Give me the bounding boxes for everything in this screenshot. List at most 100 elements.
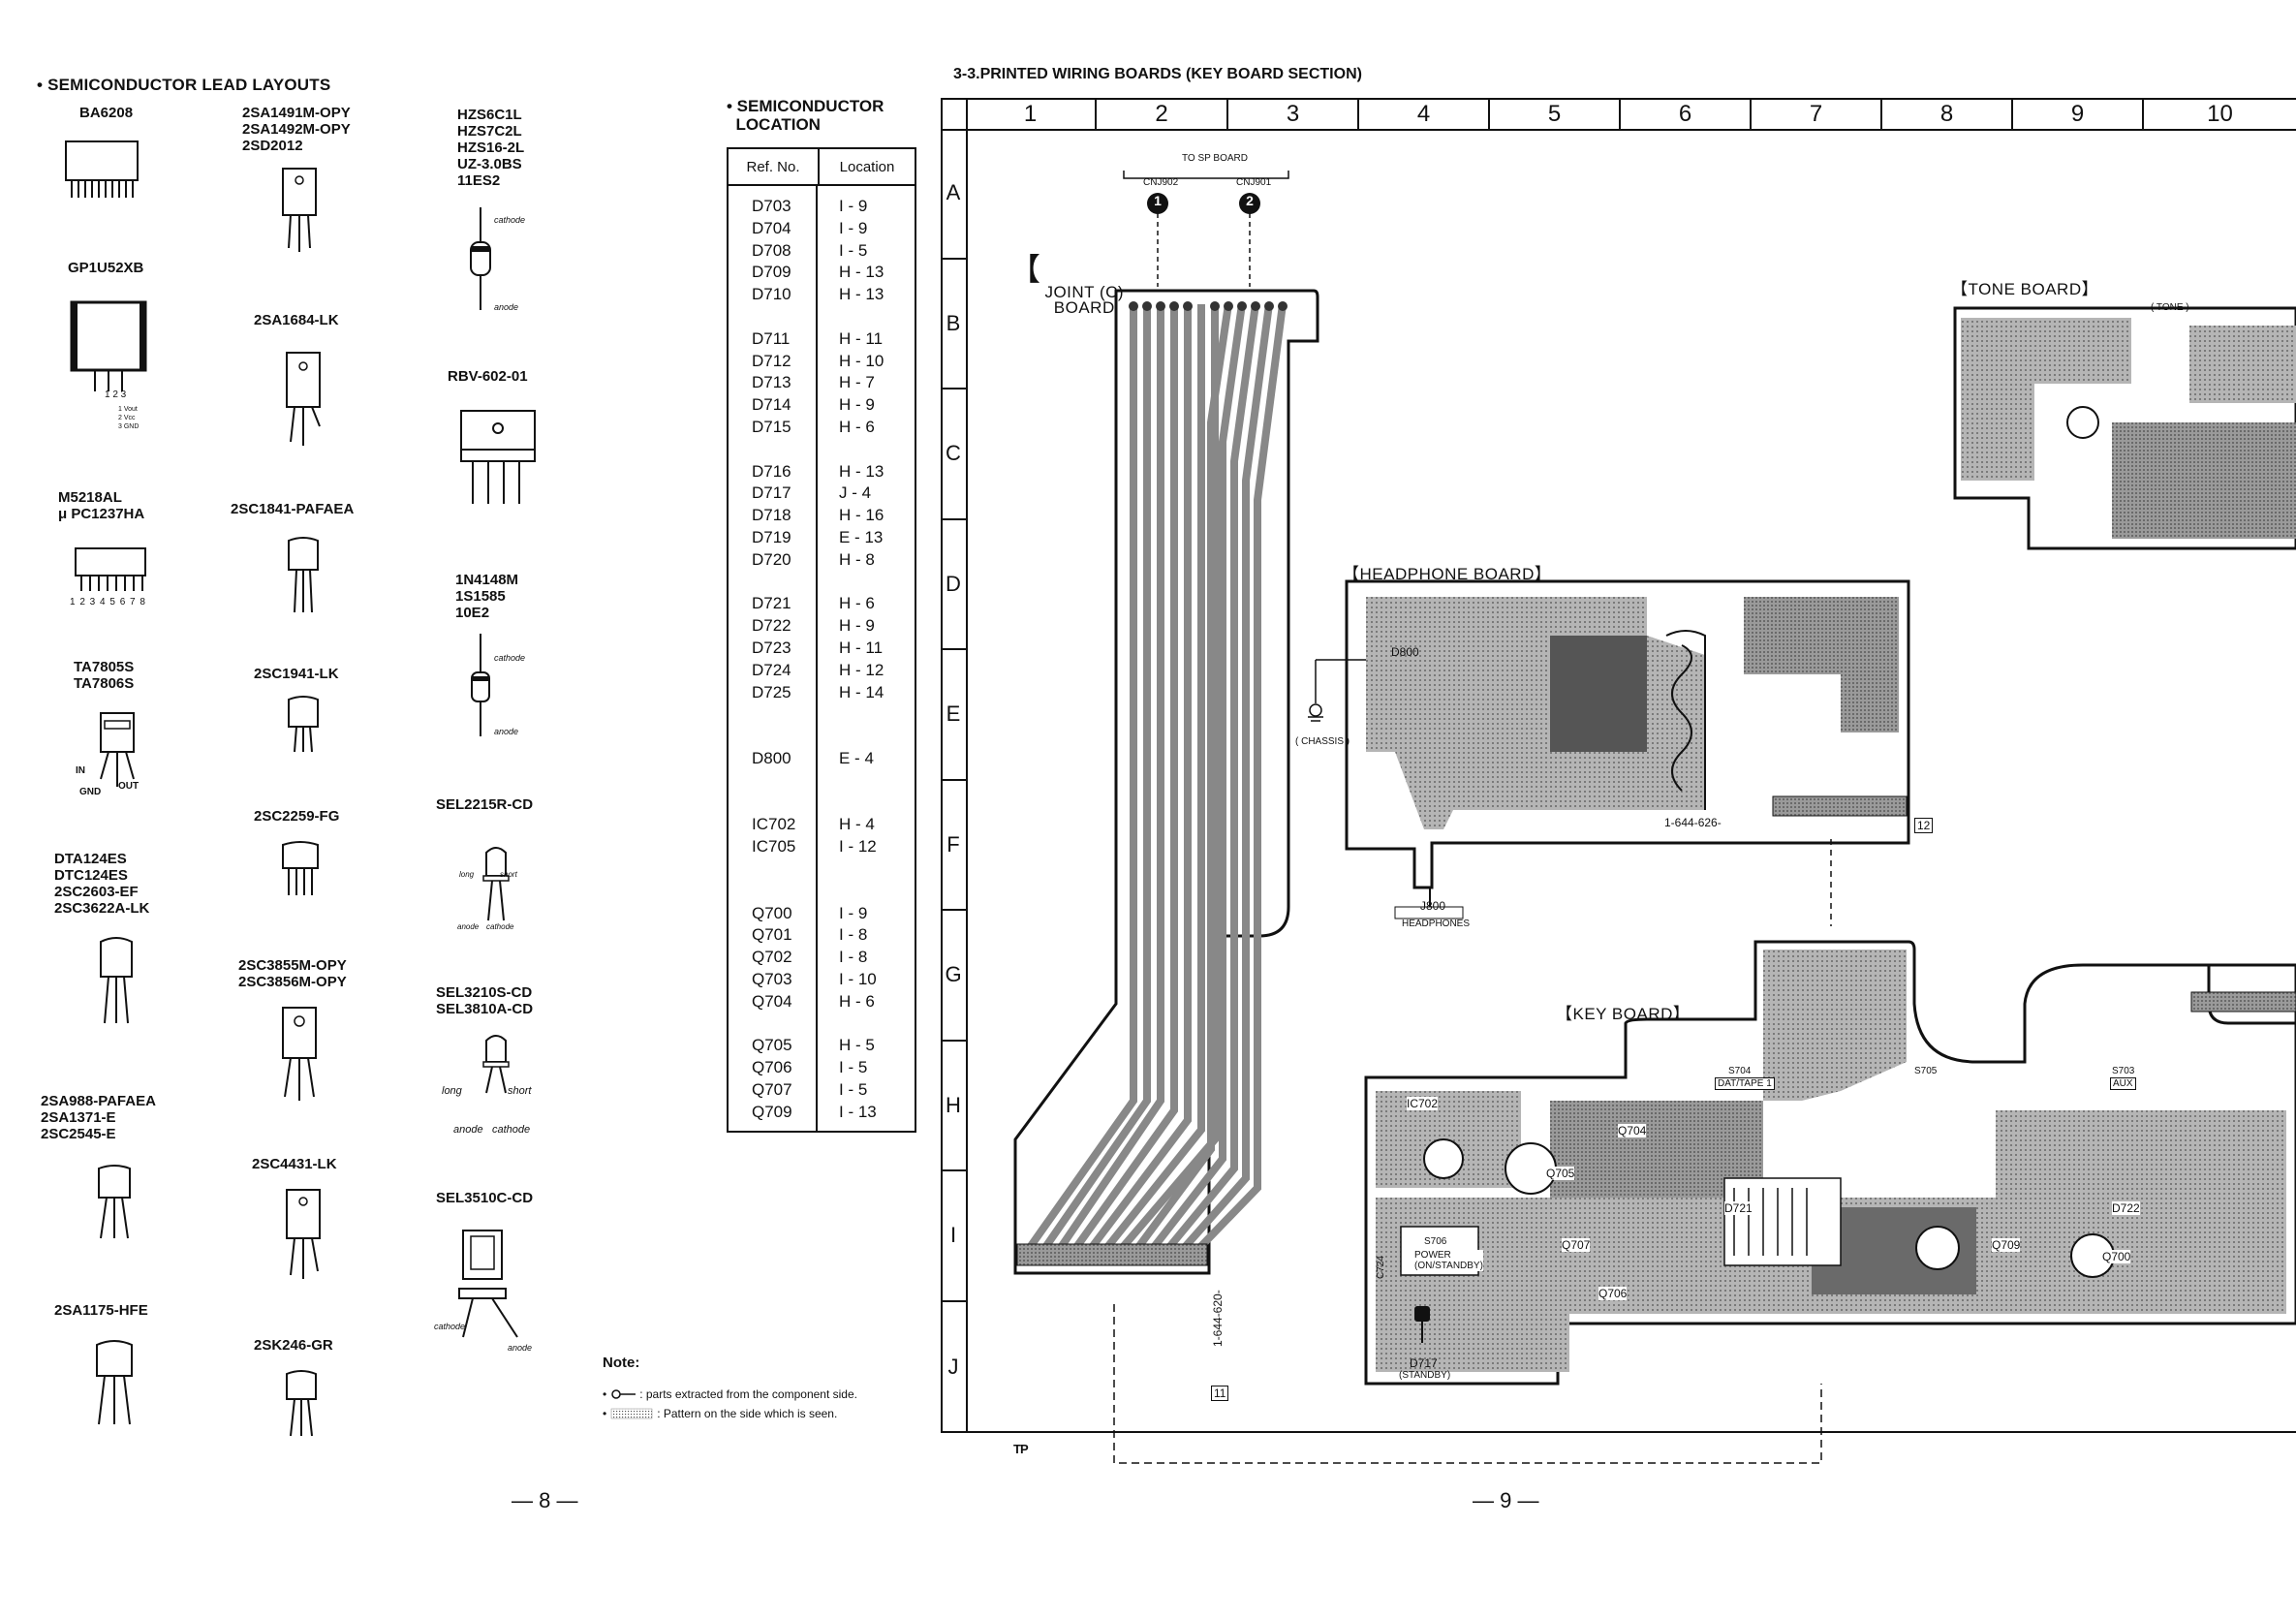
table-cell-location: I - 5 <box>839 1058 868 1077</box>
led-icon <box>482 847 510 921</box>
note-text: : parts extracted from the component sid… <box>639 1387 857 1401</box>
grid-row-label: D <box>941 520 966 650</box>
note-title: Note: <box>603 1355 640 1371</box>
key-board-label: 【KEY BOARD】 <box>1556 1005 1691 1023</box>
table-cell-location: H - 16 <box>839 506 884 525</box>
to126-package-icon <box>286 352 321 446</box>
note-line-2: • : Pattern on the side which is seen. <box>603 1407 837 1420</box>
sip-package-icon <box>65 140 139 198</box>
diode-icon <box>470 207 491 310</box>
table-cell-ref: Q709 <box>752 1102 792 1121</box>
box-12: 12 <box>1914 818 1934 833</box>
long-lead-label: long <box>459 870 475 879</box>
table-cell-location: H - 6 <box>839 417 875 436</box>
component-label: DTA124ES DTC124ES 2SC2603-EF 2SC3622A-LK <box>54 851 150 917</box>
joint-board-label: 【 JOINT (C) BOARD <box>1009 254 1125 317</box>
pin-legend-1: 1 Vout <box>118 406 138 413</box>
headphones-label: HEADPHONES <box>1402 919 1471 929</box>
component-sel3510c: SEL3510C-CD <box>436 1190 533 1206</box>
q707-label: Q707 <box>1562 1238 1591 1252</box>
table-cell-ref: D710 <box>752 285 791 304</box>
cnj902-label: CNJ902 <box>1143 177 1179 188</box>
component-2sa988: 2SA988-PAFAEA 2SA1371-E 2SC2545-E <box>41 1093 156 1142</box>
table-cell-ref: D711 <box>752 328 791 348</box>
table-cell-ref: Q704 <box>752 991 792 1011</box>
grid-column-label: 3 <box>1228 100 1359 129</box>
led-holder-icon <box>458 1230 518 1338</box>
transistor-to92-icon <box>282 841 319 895</box>
s706-label: S706 <box>1424 1236 1447 1247</box>
table-cell-ref: D721 <box>752 594 791 613</box>
anode-label: anode <box>457 922 480 931</box>
component-label: 2SA1491M-OPY 2SA1492M-OPY 2SD2012 <box>242 105 351 154</box>
grid-frame <box>941 98 2296 1433</box>
component-gp1u52xb: GP1U52XB <box>68 260 143 276</box>
note-text: : Pattern on the side which is seen. <box>657 1407 838 1420</box>
to126-package-icon <box>286 1189 321 1279</box>
table-cell-location: H - 10 <box>839 351 884 370</box>
table-cell-location: H - 5 <box>839 1036 875 1055</box>
grid-row-label: G <box>941 911 966 1042</box>
grid-column-label: 1 <box>966 100 1097 129</box>
s703-label: S703 <box>2112 1066 2135 1076</box>
lead-layouts-title: • SEMICONDUCTOR LEAD LAYOUTS <box>37 76 331 94</box>
component-1n4148m: 1N4148M 1S1585 10E2 <box>455 572 518 621</box>
wiring-boards-title: 3-3.PRINTED WIRING BOARDS (KEY BOARD SEC… <box>953 66 1362 82</box>
table-cell-location: I - 5 <box>839 240 868 260</box>
table-cell-location: H - 7 <box>839 373 875 392</box>
grid-row-label: E <box>941 650 966 781</box>
component-dta124es: DTA124ES DTC124ES 2SC2603-EF 2SC3622A-LK <box>54 851 149 917</box>
table-cell-ref: D719 <box>752 527 791 546</box>
grid-column-label: 6 <box>1621 100 1752 129</box>
table-cell-location: I - 12 <box>839 837 877 857</box>
component-label: 2SC1841-PAFAEA <box>231 501 355 517</box>
component-label: 2SC4431-LK <box>252 1156 337 1172</box>
component-ta7805s: TA7805S TA7806S <box>74 659 134 692</box>
photo-module-icon <box>70 300 147 391</box>
joint-board-text: JOINT (C) BOARD <box>1044 283 1125 317</box>
table-cell-location: H - 14 <box>839 682 884 701</box>
led-icon <box>482 1035 510 1094</box>
pcb-drawing <box>1013 171 2296 1464</box>
table-cell-ref: D713 <box>752 373 791 392</box>
grid-row-label: A <box>941 129 966 260</box>
grid-column-label: 9 <box>2013 100 2144 129</box>
lead-extraction-icon <box>611 1389 636 1399</box>
component-label: SEL3210S-CD SEL3810A-CD <box>436 984 534 1017</box>
short-lead-label: short <box>500 870 517 879</box>
grid-row-rule <box>966 98 968 1433</box>
component-2sa1684: 2SA1684-LK <box>254 312 339 328</box>
component-label: SEL2215R-CD <box>436 796 534 813</box>
standby-label: (STANDBY) <box>1399 1370 1451 1381</box>
table-cell-ref: IC702 <box>752 815 796 834</box>
component-label: HZS6C1L HZS7C2L HZS16-2L UZ-3.0BS 11ES2 <box>457 107 525 189</box>
headphone-board-label: 【HEADPHONE BOARD】 <box>1343 565 1552 583</box>
table-cell-ref: Q700 <box>752 903 792 922</box>
tone-board-text: TONE BOARD <box>1968 280 2082 298</box>
grid-row-label: J <box>947 1354 959 1379</box>
grid-header-rule <box>941 129 2296 131</box>
joint-board-id: 1-644-620- <box>1211 1290 1225 1347</box>
table-cell-ref: D714 <box>752 395 791 415</box>
table-header: Ref. No. Location <box>729 149 915 186</box>
component-2sc2259: 2SC2259-FG <box>254 808 339 825</box>
grid-column-label: 2 <box>1097 100 1228 129</box>
anode-label: anode <box>508 1343 533 1353</box>
table-cell-location: H - 13 <box>839 461 884 481</box>
grid-column-label: 8 <box>1882 100 2013 129</box>
pattern-swatch-icon <box>610 1408 653 1419</box>
table-cell-location: H - 13 <box>839 285 884 304</box>
table-cell-ref: D723 <box>752 638 791 657</box>
component-2sc3855m: 2SC3855M-OPY 2SC3856M-OPY <box>238 957 347 990</box>
q700-label: Q700 <box>2102 1250 2131 1263</box>
cathode-label: cathode <box>486 922 514 931</box>
diode-icon <box>471 634 490 736</box>
component-label: 2SK246-GR <box>254 1337 333 1354</box>
key-board-text: KEY BOARD <box>1572 1005 1673 1023</box>
transistor-to92-icon <box>100 937 133 1024</box>
table-cell-ref: Q706 <box>752 1058 792 1077</box>
anode-label: anode <box>453 1124 483 1136</box>
table-cell-ref: D708 <box>752 240 791 260</box>
